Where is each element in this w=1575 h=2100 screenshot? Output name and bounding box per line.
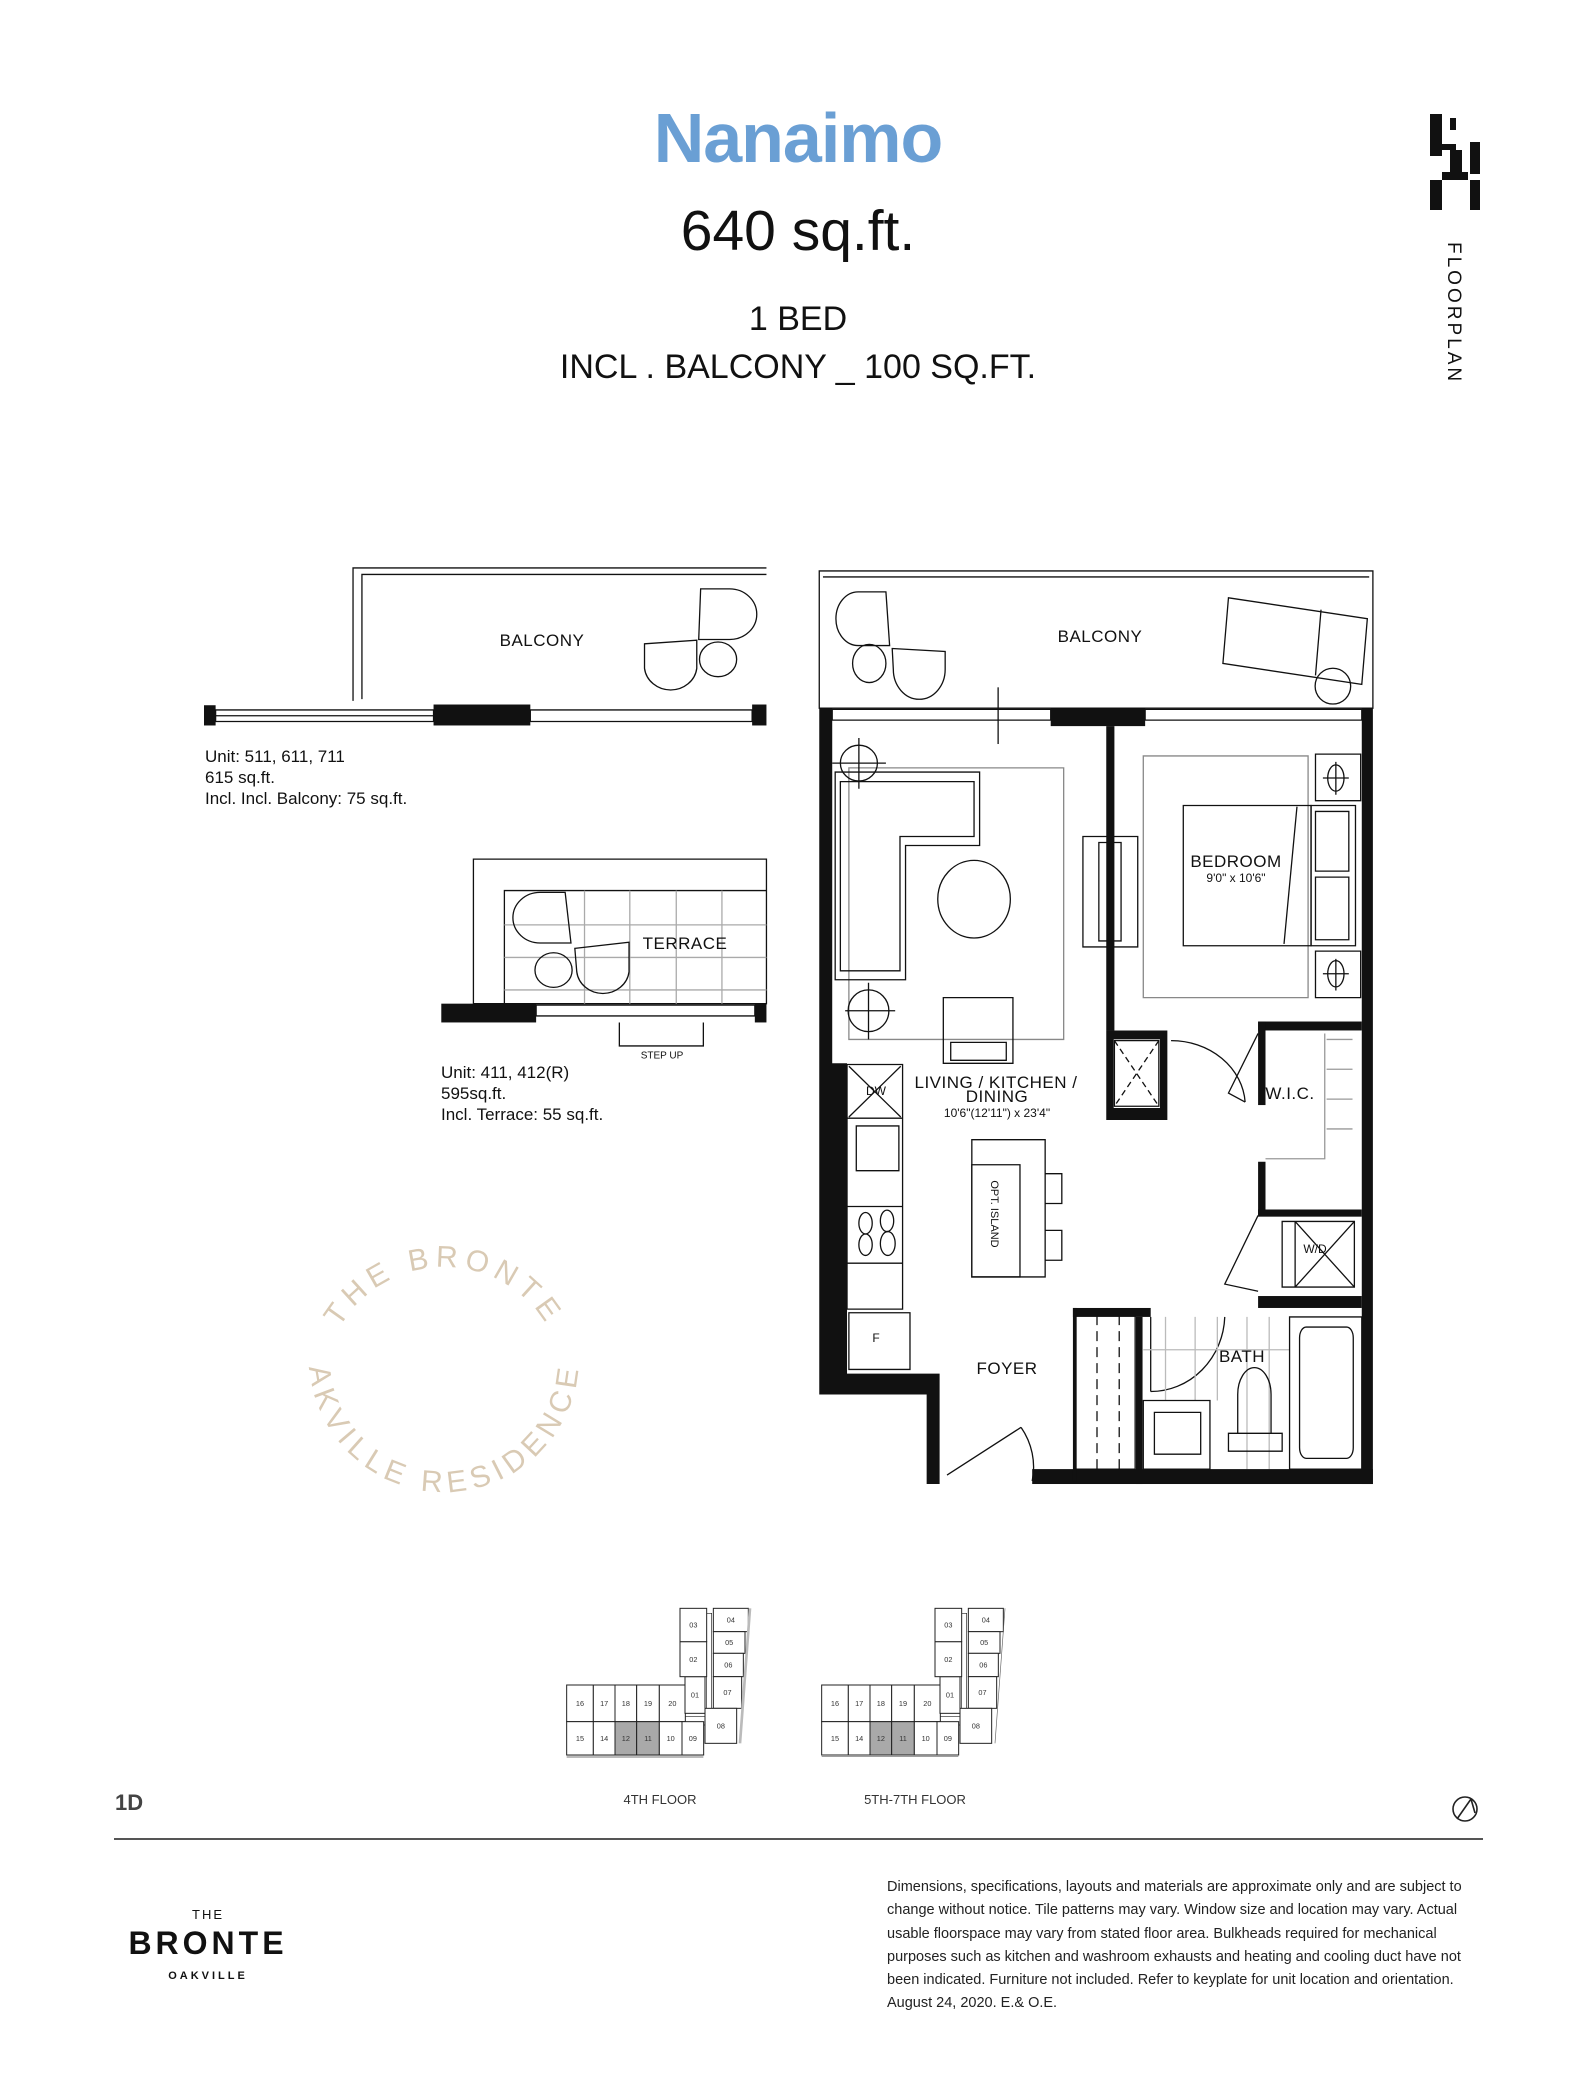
terrace-label: TERRACE xyxy=(642,934,728,953)
wic-label: W.I.C. xyxy=(1265,1084,1315,1103)
keyplate-unit-box xyxy=(959,1707,993,1744)
dining-label: DINING xyxy=(965,1087,1029,1106)
watermark-bottom-text: OAKVILLE RESIDENCES xyxy=(269,1186,580,1500)
keyplate-unit-number: 19 xyxy=(644,1699,652,1708)
keyplate-unit-number: 18 xyxy=(622,1699,630,1708)
keyplate-unit-number: 12 xyxy=(877,1734,885,1743)
brand-city: OAKVILLE xyxy=(168,1970,248,1982)
keyplate-unit-number: 04 xyxy=(727,1616,735,1625)
footer-divider xyxy=(114,1838,1483,1840)
keyplate-unit-box xyxy=(967,1676,998,1709)
watermark-top-text: THE BRONTE xyxy=(318,1241,564,1332)
keyplate-unit-box xyxy=(934,1607,963,1643)
island-label: OPT. ISLAND xyxy=(988,1180,1000,1248)
keyplate-unit-box xyxy=(679,1607,708,1643)
balcony-note: INCL . BALCONY _ 100 SQ.FT. xyxy=(559,348,1037,386)
keyplate-unit-number: 11 xyxy=(644,1734,652,1743)
balcony-label-alt: BALCONY xyxy=(499,631,585,650)
north-compass-icon xyxy=(1452,1796,1478,1822)
keyplate-balcony-edge xyxy=(566,1608,752,1758)
brand-logo-name: BRONTE xyxy=(128,1925,288,1961)
unit-code: 1D xyxy=(115,1790,144,1815)
keyplate-unit-number: 15 xyxy=(831,1734,839,1743)
keyplate-unit-number: 14 xyxy=(855,1734,863,1743)
keyplate-unit-number: 11 xyxy=(899,1734,907,1743)
keyplate-unit-number: 05 xyxy=(980,1638,988,1647)
keyplate-label-4th: 4TH FLOOR xyxy=(623,1792,697,1807)
washer-dryer-label: W/D xyxy=(1303,1242,1327,1256)
bedroom-label: BEDROOM xyxy=(1190,852,1282,871)
foyer-label: FOYER xyxy=(976,1359,1038,1378)
keyplate-unit-number: 03 xyxy=(689,1621,697,1630)
suite-area: 640 sq.ft. xyxy=(680,199,916,263)
floorplan-side-label: FLOORPLAN xyxy=(1443,242,1464,385)
keyplate-unit-number: 01 xyxy=(691,1691,699,1700)
unit-balcony-area: Incl. Incl. Balcony: 75 sq.ft. xyxy=(205,789,408,808)
suite-name: Nanaimo xyxy=(653,99,944,177)
keyplate-unit-number: 10 xyxy=(667,1734,675,1743)
keyplate-unit-number: 06 xyxy=(724,1661,732,1670)
keyplate-unit-number: 14 xyxy=(600,1734,608,1743)
alternate-plans-drawing xyxy=(204,560,780,1120)
keyplate-unit-number: 18 xyxy=(877,1699,885,1708)
keyplate-unit-number: 09 xyxy=(944,1734,952,1743)
svg-text:THE BRONTE: THE BRONTE xyxy=(318,1241,570,1332)
keyplate-unit-number: 12 xyxy=(622,1734,630,1743)
bedroom-dimensions: 9'0" x 10'6" xyxy=(1206,871,1266,885)
keyplate-unit-number: 20 xyxy=(923,1699,931,1708)
main-floorplan-drawing xyxy=(810,562,1384,1485)
living-label: LIVING / KITCHEN / xyxy=(914,1073,1078,1092)
bedroom-count: 1 BED xyxy=(748,300,848,338)
keyplate-unit-number: 16 xyxy=(576,1699,584,1708)
balcony-label: BALCONY xyxy=(1057,627,1143,646)
keyplate-unit-number: 03 xyxy=(944,1621,952,1630)
keyplate-balcony-edge xyxy=(821,1608,1006,1757)
keyplate-0: 16 17 18 19 20 15 14 12 11 10 09 01 02 03 04 05 06 07 08 xyxy=(566,1607,752,1758)
unit-area: 615 sq.ft. xyxy=(205,768,275,787)
svg-text:OAKVILLE RESIDENCES: OAKVILLE RESIDENCES xyxy=(269,1186,586,1500)
keyplate-unit-number: 05 xyxy=(725,1638,733,1647)
keyplate-unit-number: 04 xyxy=(982,1616,990,1625)
keyplate-unit-number: 19 xyxy=(899,1699,907,1708)
keyplate-unit-number: 16 xyxy=(831,1699,839,1708)
balcony-unit-info: Unit: 511, 611, 711 615 sq.ft. Incl. Inc… xyxy=(205,746,407,809)
keyplate-1: 16 17 18 19 20 15 14 12 11 10 09 01 02 03 04 05 06 07 08 xyxy=(821,1607,1006,1757)
step-up-label: STEP UP xyxy=(640,1050,684,1062)
dishwasher-label: DW xyxy=(866,1084,886,1098)
disclaimer: Dimensions, specifications, layouts and … xyxy=(887,1879,1462,2012)
keyplate-unit-number: 06 xyxy=(979,1661,987,1670)
unit-area: 595sq.ft. xyxy=(441,1084,507,1103)
keyplate-unit-number: 01 xyxy=(946,1691,954,1700)
fridge-label: F xyxy=(872,1331,880,1345)
keyplate-unit-number: 07 xyxy=(723,1688,731,1697)
keyplate-unit-number: 20 xyxy=(668,1699,676,1708)
unit-terrace-area: Incl. Terrace: 55 sq.ft. xyxy=(441,1105,604,1124)
keyplate-unit-number: 08 xyxy=(972,1722,980,1731)
keyplate-unit-box xyxy=(704,1707,738,1744)
keyplate-label-5th-7th: 5TH-7TH FLOOR xyxy=(864,1792,966,1807)
keyplate-unit-number: 09 xyxy=(689,1734,697,1743)
brand-the: THE xyxy=(192,1907,224,1922)
living-dimensions: 10'6"(12'11") x 23'4" xyxy=(943,1106,1051,1120)
keyplate-unit-number: 10 xyxy=(922,1734,930,1743)
keyplate-unit-box xyxy=(821,1684,849,1723)
keyplate-unit-number: 02 xyxy=(944,1655,952,1664)
brand-mark-icon xyxy=(1430,114,1480,210)
keyplate-unit-number: 17 xyxy=(600,1699,608,1708)
keyplate-unit-number: 07 xyxy=(978,1688,986,1697)
terrace-unit-info: Unit: 411, 412(R) 595sq.ft. Incl. Terrac… xyxy=(441,1062,603,1125)
keyplate-unit-box xyxy=(566,1721,594,1756)
keyplate-unit-box xyxy=(681,1721,705,1756)
keyplate-unit-number: 02 xyxy=(689,1655,697,1664)
watermark-seal: THE BRONTE OAKVILLE RESIDENCES xyxy=(269,1186,580,1500)
unit-numbers: Unit: 511, 611, 711 xyxy=(205,747,345,766)
unit-numbers: Unit: 411, 412(R) xyxy=(441,1063,570,1082)
keyplate-unit-number: 08 xyxy=(717,1722,725,1731)
keyplate-unit-number: 17 xyxy=(855,1699,863,1708)
keyplate-unit-box xyxy=(936,1721,960,1756)
bath-label: BATH xyxy=(1218,1347,1266,1366)
keyplate-unit-number: 15 xyxy=(576,1734,584,1743)
